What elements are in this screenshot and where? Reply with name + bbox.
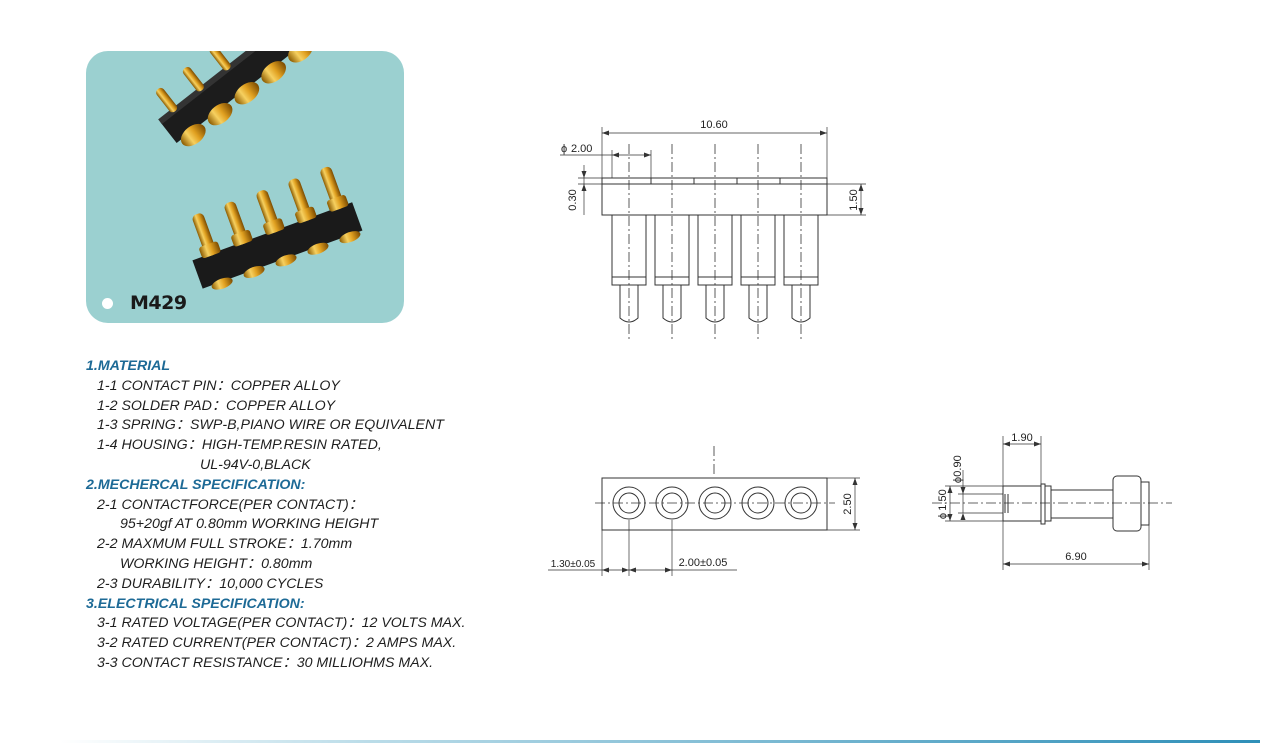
specifications: 1.MATERIAL 1-1 CONTACT PIN：COPPER ALLOY … [86, 357, 506, 674]
dim-overall-length: 10.60 [700, 119, 728, 131]
mechanical-line: 2-1 CONTACTFORCE(PER CONTACT)： [97, 496, 363, 513]
dim-pin-diameter: 2.00 [571, 143, 592, 155]
dim-tip-diameter: 0.90 [952, 455, 964, 476]
bottom-divider [60, 740, 1260, 743]
material-line: 1-2 SOLDER PAD：COPPER ALLOY [97, 397, 336, 414]
model-bullet [102, 298, 113, 309]
mechanical-line: 2-2 MAXMUM FULL STROKE：1.70mm [97, 536, 353, 553]
material-line: 1-4 HOUSING：HIGH-TEMP.RESIN RATED, [97, 437, 382, 454]
model-label: M429 [130, 292, 187, 314]
front-view [560, 127, 866, 340]
product-image-card: M429 [86, 51, 404, 323]
material-line: 1-3 SPRING：SWP-B,PIANO WIRE OR EQUIVALEN… [97, 417, 444, 434]
mechanical-line-continuation: WORKING HEIGHT：0.80mm [120, 555, 313, 572]
mechanical-line: 2-3 DURABILITY：10,000 CYCLES [97, 575, 324, 592]
electrical-heading: 3.ELECTRICAL SPECIFICATION: [86, 595, 305, 612]
dim-diameter-symbol: ϕ [561, 143, 567, 155]
dim-pin-length: 6.90 [1065, 551, 1086, 563]
dim-pin-head-length: 1.90 [1011, 432, 1032, 444]
mechanical-heading: 2.MECHERCAL SPECIFICATION: [86, 476, 306, 493]
dim-flange-thickness: 0.30 [567, 189, 579, 210]
top-view [548, 446, 860, 576]
dim-housing-height: 1.50 [848, 189, 860, 210]
electrical-line: 3-2 RATED CURRENT(PER CONTACT)：2 AMPS MA… [97, 635, 457, 652]
dim-tip-diameter-symbol: ϕ [952, 477, 964, 483]
connector-illustration [156, 51, 363, 290]
dim-body-diameter-symbol: ϕ [937, 513, 949, 519]
electrical-line: 3-3 CONTACT RESISTANCE：30 MILLIOHMS MAX. [97, 654, 434, 671]
dim-body-diameter: 1.50 [937, 489, 949, 510]
mechanical-line-continuation: 95+20gf AT 0.80mm WORKING HEIGHT [120, 516, 379, 533]
dim-edge-to-pin: 1.30±0.05 [551, 559, 596, 570]
material-line: 1-1 CONTACT PIN：COPPER ALLOY [97, 377, 340, 394]
dim-pitch: 2.00±0.05 [679, 557, 728, 569]
electrical-line: 3-1 RATED VOLTAGE(PER CONTACT)：12 VOLTS … [97, 615, 466, 632]
material-heading: 1.MATERIAL [86, 358, 171, 374]
pin-side-view [932, 436, 1172, 570]
material-line-continuation: UL-94V-0,BLACK [200, 456, 311, 473]
dim-housing-width: 2.50 [842, 493, 854, 514]
